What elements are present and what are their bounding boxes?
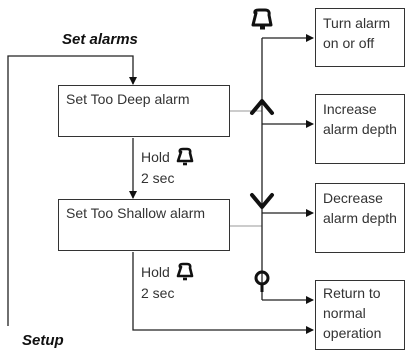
hold-label-1: Hold	[141, 149, 170, 165]
decrease-depth-box: Decrease alarm depth	[315, 183, 405, 253]
hold-duration-2: 2 sec	[141, 285, 175, 301]
return-normal-label: Return to normal operation	[323, 285, 382, 341]
light-bulb-icon	[254, 270, 270, 292]
hold-label-2: Hold	[141, 264, 170, 280]
setup-heading: Setup	[22, 332, 64, 349]
set-too-deep-box: Set Too Deep alarm	[58, 85, 230, 137]
hold-duration-1: 2 sec	[141, 170, 175, 186]
up-arrow-icon	[250, 99, 274, 115]
turn-alarm-label: Turn alarm on or off	[323, 15, 391, 51]
hold-bell-icon-2	[176, 262, 194, 281]
set-too-shallow-label: Set Too Shallow alarm	[66, 205, 206, 221]
down-arrow-icon	[250, 193, 274, 209]
bell-icon	[251, 8, 273, 30]
set-too-shallow-box: Set Too Shallow alarm	[58, 199, 230, 251]
set-too-deep-label: Set Too Deep alarm	[66, 91, 190, 107]
turn-alarm-box: Turn alarm on or off	[315, 8, 405, 67]
hold-bell-icon-1	[176, 147, 194, 166]
increase-depth-box: Increase alarm depth	[315, 94, 405, 164]
increase-depth-label: Increase alarm depth	[323, 101, 397, 137]
set-alarms-heading: Set alarms	[62, 31, 138, 48]
decrease-depth-label: Decrease alarm depth	[323, 190, 397, 226]
shallow-to-return-line	[132, 252, 314, 334]
return-normal-box: Return to normal operation	[315, 280, 405, 350]
setup-loop-line	[7, 55, 137, 326]
